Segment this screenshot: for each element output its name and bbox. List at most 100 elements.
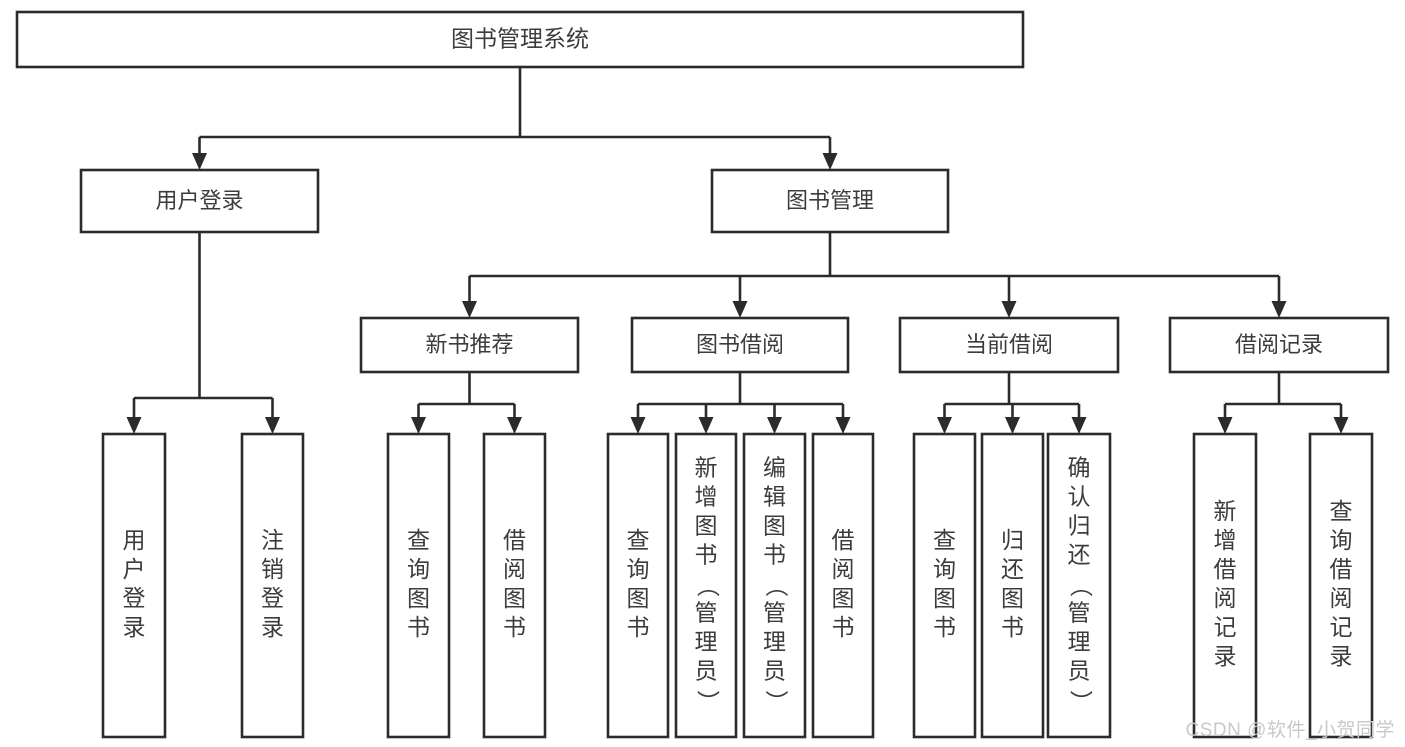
node-new-book-recommend[interactable]: 新书推荐 — [359, 316, 580, 374]
node-box-leaf-query-book-1[interactable] — [386, 432, 451, 739]
node-box-leaf-query-record[interactable] — [1308, 432, 1374, 739]
label-char: 借 — [832, 527, 855, 553]
node-box-leaf-add-record[interactable] — [1192, 432, 1258, 739]
label-char: 还 — [1068, 542, 1091, 568]
label-char: 员 — [1068, 658, 1091, 684]
node-label-leaf-user-login: 用户登录 — [123, 527, 146, 640]
connector-book-management — [462, 232, 1287, 318]
label-char: 编 — [763, 455, 786, 481]
node-box-book-management[interactable] — [710, 168, 950, 234]
label-char: （ — [1068, 574, 1094, 597]
node-box-root[interactable] — [15, 10, 1025, 69]
node-leaf-user-login[interactable]: 用户登录 — [101, 432, 167, 739]
node-current-borrow[interactable]: 当前借阅 — [898, 316, 1120, 374]
node-box-leaf-edit-book[interactable] — [742, 432, 807, 739]
node-label-new-book-recommend: 新书推荐 — [425, 332, 513, 357]
node-box-user-login[interactable] — [79, 168, 320, 234]
label-char: ） — [695, 690, 721, 713]
label-char: 图 — [763, 513, 786, 539]
label-char: 登 — [261, 585, 284, 611]
node-box-leaf-confirm-return[interactable] — [1046, 432, 1112, 739]
label-char: 查 — [1330, 498, 1353, 524]
label-char: 书 — [763, 542, 786, 568]
label-char: 书 — [627, 614, 650, 640]
label-char: 管 — [763, 600, 786, 626]
label-char: ） — [763, 690, 789, 713]
label-char: 录 — [1330, 643, 1353, 669]
label-char: 图 — [933, 585, 956, 611]
node-label-book-borrow: 图书借阅 — [696, 332, 784, 357]
label-char: 查 — [627, 527, 650, 553]
label-char: 图 — [832, 585, 855, 611]
label-char: 询 — [1330, 527, 1353, 553]
node-book-management[interactable]: 图书管理 — [710, 168, 950, 234]
node-box-current-borrow[interactable] — [898, 316, 1120, 374]
label-char: 书 — [695, 542, 718, 568]
label-char: 员 — [695, 658, 718, 684]
label-char: 记 — [1214, 614, 1237, 640]
label-char: 确 — [1068, 455, 1091, 481]
node-box-leaf-logout[interactable] — [240, 432, 305, 739]
label-char: 管 — [1068, 600, 1091, 626]
label-char: 查 — [407, 527, 430, 553]
label-char: 录 — [1214, 643, 1237, 669]
node-box-leaf-add-book[interactable] — [674, 432, 738, 739]
label-char: 销 — [261, 556, 284, 582]
node-box-borrow-record[interactable] — [1168, 316, 1390, 374]
node-box-book-borrow[interactable] — [630, 316, 850, 374]
label-char: 图 — [407, 585, 430, 611]
connector-current-borrow — [937, 372, 1087, 434]
node-root[interactable]: 图书管理系统 — [15, 10, 1025, 69]
node-box-leaf-return-book[interactable] — [980, 432, 1045, 739]
label-char: 增 — [1214, 527, 1237, 553]
label-char: 借 — [503, 527, 526, 553]
label-char: 书 — [407, 614, 430, 640]
node-box-leaf-query-book-2[interactable] — [606, 432, 670, 739]
node-box-leaf-borrow-book-2[interactable] — [811, 432, 875, 739]
node-label-root: 图书管理系统 — [451, 26, 589, 52]
node-label-book-management: 图书管理 — [786, 188, 874, 213]
label-char: 辑 — [763, 484, 786, 510]
node-box-new-book-recommend[interactable] — [359, 316, 580, 374]
watermark-text: CSDN @软件_小贺同学 — [1185, 720, 1395, 741]
label-char: 书 — [503, 614, 526, 640]
node-user-login[interactable]: 用户登录 — [79, 168, 320, 234]
node-box-leaf-user-login[interactable] — [101, 432, 167, 739]
label-char: 阅 — [832, 556, 855, 582]
node-book-borrow[interactable]: 图书借阅 — [630, 316, 850, 374]
connector-user-login — [126, 232, 280, 434]
label-char: 查 — [933, 527, 956, 553]
label-char: 阅 — [1214, 585, 1237, 611]
label-char: 员 — [763, 658, 786, 684]
label-char: 记 — [1330, 614, 1353, 640]
edge-layer — [126, 67, 1349, 434]
label-char: ） — [1068, 690, 1094, 713]
node-box-leaf-borrow-book-1[interactable] — [482, 432, 547, 739]
label-char: 理 — [1068, 629, 1091, 655]
label-char: 图 — [503, 585, 526, 611]
label-char: （ — [695, 574, 721, 597]
node-borrow-record[interactable]: 借阅记录 — [1168, 316, 1390, 374]
node-box-leaf-query-book-3[interactable] — [912, 432, 977, 739]
